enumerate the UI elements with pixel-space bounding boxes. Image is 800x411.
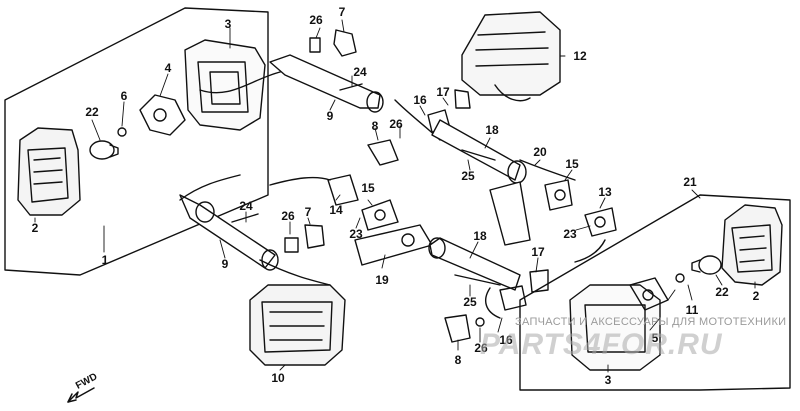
part-label-3-left: 3	[224, 17, 232, 31]
watermark-logo: PARTS4FOR.RU	[480, 328, 723, 361]
grommet-16-lower	[484, 285, 527, 319]
wire-13	[574, 239, 606, 263]
part-label-12: 12	[573, 49, 587, 63]
bolt-26-lower	[284, 237, 299, 253]
tail-lamp-right	[461, 11, 561, 96]
part-label-26-top: 26	[309, 13, 323, 27]
part-label-26-lower: 26	[474, 341, 488, 355]
part-label-18-upper: 18	[485, 123, 499, 137]
bolt-26-top	[309, 37, 321, 53]
stay-lower-right	[428, 237, 521, 291]
part-label-23-right: 23	[563, 227, 577, 241]
part-label-19: 19	[375, 273, 389, 287]
part-label-1: 1	[101, 253, 109, 267]
part-label-25-lower: 25	[463, 295, 477, 309]
bolt-24-top	[339, 83, 363, 91]
part-label-17-lower: 17	[531, 245, 545, 259]
assembly-box-left	[4, 7, 269, 276]
part-label-9-upper: 9	[326, 109, 334, 123]
bracket-17-lower	[529, 269, 549, 293]
part-label-8-upper: 8	[371, 119, 379, 133]
bolt-25-upper	[461, 149, 496, 161]
part-label-21: 21	[683, 175, 697, 189]
connector-8-lower	[444, 314, 471, 343]
bracket-plate-right	[489, 181, 531, 246]
part-label-18-lower: 18	[473, 229, 487, 243]
nut-left	[117, 127, 127, 137]
turn-signal-lamp-lower-left	[249, 284, 346, 366]
bracket-15-right	[544, 179, 573, 211]
part-label-3-right: 3	[604, 373, 612, 387]
bulb-left	[89, 140, 119, 160]
part-label-7-lower: 7	[304, 205, 312, 219]
part-label-16-upper: 16	[413, 93, 427, 107]
part-label-24-lower: 24	[239, 199, 253, 213]
socket-left	[139, 94, 186, 136]
part-label-5: 5	[651, 331, 659, 345]
part-label-2-right: 2	[752, 289, 760, 303]
clamp-7-lower	[304, 224, 325, 249]
part-label-6: 6	[120, 89, 128, 103]
part-label-22-right: 22	[715, 285, 729, 299]
connector-8-upper	[367, 139, 399, 166]
part-label-22-left: 22	[85, 105, 99, 119]
part-label-16-lower: 16	[499, 333, 513, 347]
wire-12	[494, 84, 531, 102]
bulb-right	[691, 255, 722, 275]
part-label-23-center: 23	[349, 227, 363, 241]
part-label-8-lower: 8	[454, 353, 462, 367]
part-label-2-left: 2	[31, 221, 39, 235]
fwd-arrow-icon	[67, 387, 95, 403]
stay-lower-left	[179, 194, 279, 271]
turn-signal-lens-right	[721, 204, 783, 286]
clamp-7-top	[333, 29, 357, 57]
part-label-17-upper: 17	[436, 85, 450, 99]
part-label-24-upper: 24	[353, 65, 367, 79]
watermark-text: ЗАПЧАСТИ И АКСЕССУАРЫ ДЛЯ МОТОТЕХНИКИ	[515, 316, 787, 328]
turn-signal-lens-left	[17, 127, 81, 216]
part-label-14: 14	[329, 203, 343, 217]
wire-top-center	[269, 176, 331, 186]
part-label-25-upper: 25	[461, 169, 475, 183]
part-label-4: 4	[164, 61, 172, 75]
part-label-11: 11	[685, 303, 699, 317]
bracket-center	[327, 174, 399, 231]
part-label-26-mid: 26	[389, 117, 403, 131]
nut-right	[675, 273, 685, 283]
part-label-7-top: 7	[338, 5, 346, 19]
part-label-26-lower-left: 26	[281, 209, 295, 223]
housing-left	[184, 39, 266, 131]
part-label-20: 20	[533, 145, 547, 159]
leader-lines	[34, 19, 756, 373]
part-label-9-lower: 9	[221, 257, 229, 271]
stay-upper-right	[431, 119, 527, 184]
wire-20	[519, 159, 576, 181]
bolt-24-lower	[231, 213, 259, 223]
part-label-13: 13	[598, 185, 612, 199]
housing-right	[569, 284, 661, 371]
part-label-15-right: 15	[565, 157, 579, 171]
wire-lower-left	[179, 174, 331, 286]
bolt-25-lower	[454, 274, 501, 286]
bracket-13	[584, 207, 617, 237]
nut-26-lower	[475, 317, 485, 327]
part-label-15-center: 15	[361, 181, 375, 195]
stay-upper-left	[269, 54, 384, 113]
assembly-box-right	[519, 194, 791, 391]
plate-19	[354, 224, 433, 266]
part-label-10: 10	[271, 371, 285, 385]
